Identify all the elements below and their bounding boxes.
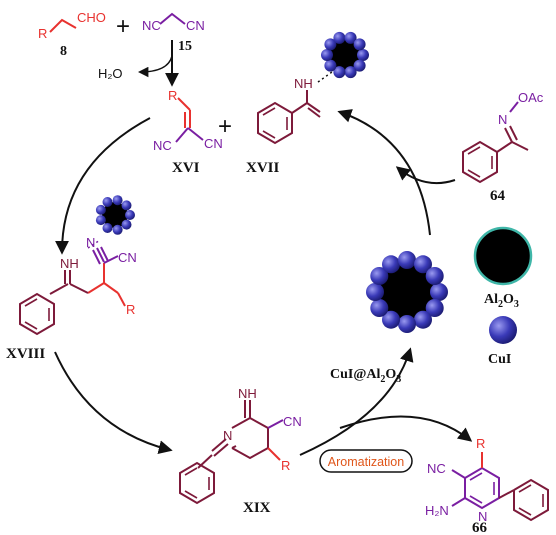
atom-cho: CHO [77, 10, 106, 25]
product-66: N R NC H₂N 66 [425, 436, 549, 535]
cui-bead [95, 215, 106, 226]
cui-bead [102, 223, 113, 233]
aldehyde-8: R CHO 8 [38, 10, 106, 59]
atom-h2o: H₂O [98, 66, 123, 81]
cui-bead [353, 59, 366, 72]
cui-bead [414, 255, 432, 274]
label-XIX: XIX [243, 500, 271, 516]
legend-cui: CuI [488, 316, 517, 367]
atom-nh-xvii: NH [294, 76, 313, 91]
atom-nh-xviii: NH [60, 256, 79, 271]
cycle-arrow-bottom-right [299, 347, 414, 456]
intermediate-XVI: R NC CN XVI [153, 88, 223, 176]
cui-bead [382, 310, 400, 329]
atom-n-xviii: N [86, 235, 95, 250]
cui-bead [321, 49, 333, 61]
cui-bead [112, 195, 123, 206]
aromatization-badge: Aromatization [319, 449, 413, 473]
label-XVI: XVI [172, 160, 200, 176]
atom-nh-xix: NH [238, 386, 257, 401]
cui-bead [357, 49, 369, 61]
intermediate-XVII: NH XVII [246, 71, 333, 176]
nanoparticle-top [321, 31, 369, 79]
malononitrile-15: NC CN 15 [142, 12, 205, 54]
cui-bead [370, 299, 389, 317]
cui-bead [382, 255, 400, 274]
cui-bead [95, 204, 106, 215]
feed-arrow-64 [395, 166, 456, 184]
intermediate-XIX: N NH CN R XIX [179, 386, 302, 516]
cui-bead-icon [489, 316, 517, 344]
aromatization-label: Aromatization [328, 455, 404, 469]
atom-r-8: R [38, 26, 47, 41]
atom-n-64: N [498, 112, 507, 127]
atom-r-xvi: R [168, 88, 177, 103]
cui-bead [121, 200, 132, 211]
cui-bead [344, 31, 357, 44]
atom-nc-xvi: NC [153, 138, 172, 153]
cui-bead [121, 219, 132, 230]
label-compound-15: 15 [178, 39, 192, 54]
al2o3-label: Al2O3 [484, 292, 519, 310]
cui-bead [425, 299, 444, 317]
cui-bead [324, 38, 337, 51]
atom-r-xix: R [281, 458, 290, 473]
legend-al2o3: Al2O3 [473, 226, 533, 310]
cui-bead [398, 251, 416, 269]
plus-sign-2: + [218, 113, 232, 140]
atom-cn-xix: CN [283, 414, 302, 429]
oxime-ester-64: N OAc 64 [462, 90, 544, 204]
atom-h2n-66: H₂N [425, 503, 449, 518]
cui-bead [370, 267, 389, 285]
cui-bead [414, 310, 432, 329]
intermediate-XVIII: N CN R NH XVIII [6, 195, 137, 362]
atom-n-66: N [478, 509, 487, 524]
cycle-arrow-left [55, 117, 151, 255]
aromatization-arrow [339, 415, 473, 442]
cui-bead [353, 38, 366, 51]
cui-bead [344, 66, 357, 79]
cycle-arrow-right [337, 109, 431, 236]
label-XVII: XVII [246, 160, 280, 176]
cui-bead [398, 315, 416, 333]
cui-bead [333, 66, 346, 79]
atom-n-xix: N [223, 428, 232, 443]
cui-bead [333, 31, 346, 44]
label-compound-66: 66 [472, 520, 488, 535]
cui-bead [324, 59, 337, 72]
cui-bead [425, 267, 444, 285]
catalyst-CuI-Al2O3: CuI@Al2O3 [330, 251, 448, 385]
atom-cn-xvi: CN [204, 136, 223, 151]
atom-nc-66: NC [427, 461, 446, 476]
cui-label: CuI [488, 352, 511, 367]
atom-r-66: R [476, 436, 485, 451]
atom-nc-15: NC [142, 18, 161, 33]
cui-bead [366, 283, 384, 301]
atom-cn-xviii: CN [118, 250, 137, 265]
cui-bead [112, 224, 123, 235]
label-compound-8: 8 [60, 44, 67, 59]
cycle-arrow-bottom-left [54, 351, 173, 455]
label-compound-64: 64 [490, 188, 506, 204]
catalyst-label: CuI@Al2O3 [330, 367, 401, 385]
atom-oac: OAc [518, 90, 544, 105]
cui-bead [102, 197, 113, 207]
atom-cn-15: CN [186, 18, 205, 33]
al2o3-sphere-icon [473, 226, 533, 286]
atom-r-xviii: R [126, 302, 135, 317]
label-XVIII: XVIII [6, 346, 45, 362]
plus-sign-1: + [116, 13, 130, 40]
cui-bead [125, 210, 135, 220]
cui-bead [430, 283, 448, 301]
